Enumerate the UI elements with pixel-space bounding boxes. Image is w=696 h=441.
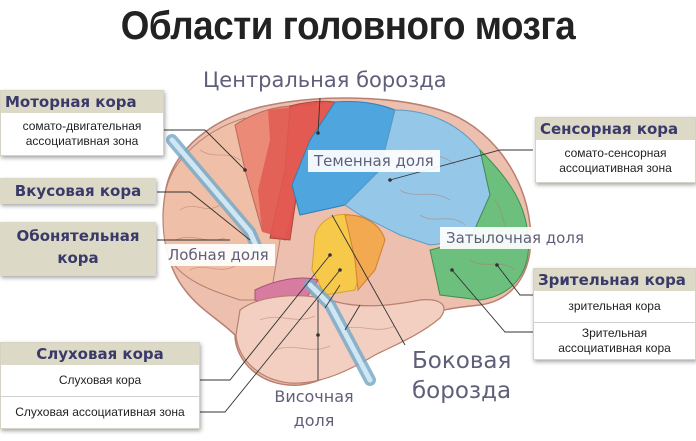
central-sulcus-label: Центральная борозда [203, 68, 447, 92]
visual-cortex-callout: Зрительная кора зрительная кора Зрительн… [533, 268, 696, 360]
temporal-lobe-label: Височная доля [274, 387, 354, 430]
sensory-cortex-header: Сенсорная кора [536, 118, 695, 140]
auditory-association-zone: Слуховая ассоциативная зона [1, 396, 199, 428]
visual-cortex-header: Зрительная кора [534, 269, 695, 291]
lateral-sulcus-label: Боковая борозда [412, 348, 512, 404]
occipital-lobe-label: Затылочная доля [440, 227, 590, 249]
auditory-cortex-callout: Слуховая кора Слуховая кора Слуховая асс… [0, 342, 200, 429]
visual-primary: зрительная кора [568, 299, 661, 313]
motor-cortex-header: Моторная кора [1, 91, 163, 113]
motor-cortex-callout: Моторная кора сомато-двигательная ассоци… [0, 90, 164, 156]
gustatory-cortex-callout: Вкусовая кора [0, 178, 156, 204]
parietal-lobe-label: Теменная доля [308, 150, 440, 172]
auditory-cortex-header: Слуховая кора [1, 343, 199, 365]
olfactory-cortex-callout: Обонятельная кора [0, 222, 156, 276]
visual-association: Зрительная ассоциативная кора [534, 322, 695, 359]
sensory-cortex-callout: Сенсорная кора сомато-сенсорная ассоциат… [535, 117, 696, 183]
sensory-association-zone: сомато-сенсорная ассоциативная зона [559, 146, 672, 175]
page-title: Области головного мозга [120, 4, 576, 48]
frontal-lobe-label: Лобная доля [162, 244, 275, 266]
auditory-primary: Слуховая кора [58, 373, 142, 387]
motor-association-zone: сомато-двигательная ассоциативная зона [22, 119, 142, 148]
